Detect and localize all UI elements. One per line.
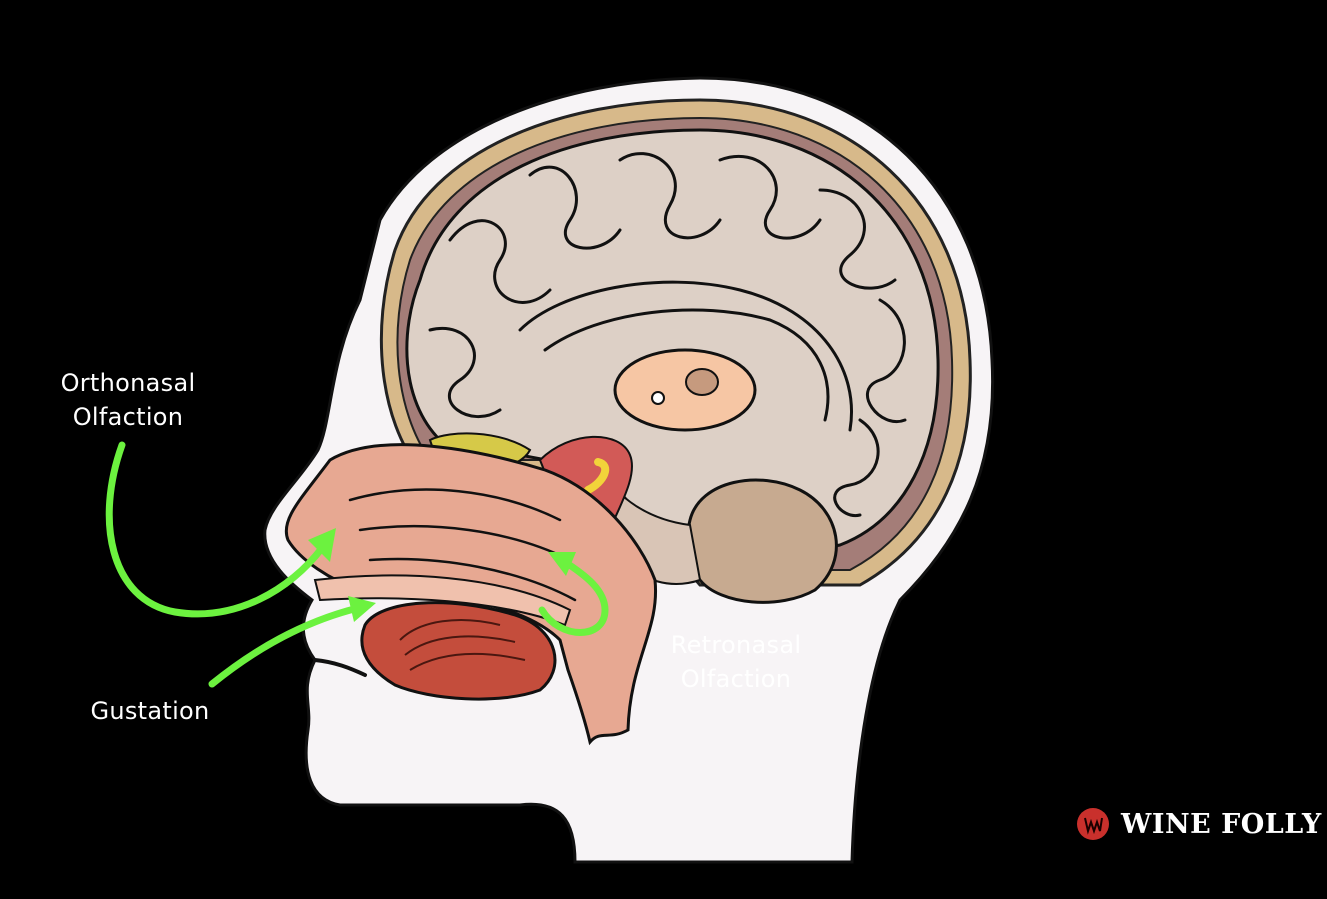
orthonasal-arrow (105, 441, 326, 618)
mouth-line (313, 658, 367, 677)
orthonasal-arrowhead (308, 528, 336, 562)
retronasal-olfaction-label: Retronasal Olfaction (648, 628, 824, 696)
brain (405, 128, 940, 562)
gustation-label-text: Gustation (90, 697, 210, 725)
retronasal-label-line1: Retronasal (670, 631, 802, 659)
thalamus-dot (651, 391, 665, 405)
thalamus-inner (685, 368, 719, 396)
retronasal-arrow (538, 558, 609, 636)
orthonasal-label-line2: Olfaction (72, 403, 184, 431)
gustation-arrow (208, 604, 362, 688)
gustation-arrowhead (348, 596, 376, 622)
retronasal-label-line2: Olfaction (680, 665, 792, 693)
thalamus (613, 348, 757, 432)
gustation-label: Gustation (70, 694, 230, 728)
retronasal-arrowhead (548, 552, 576, 576)
tongue-muscle-lines (399, 619, 526, 671)
arrowheads (308, 528, 576, 622)
wine-folly-logo-text: WINE FOLLY (1121, 808, 1322, 840)
wine-folly-logo-icon (1077, 808, 1109, 840)
palate (313, 574, 572, 627)
pituitary-highlight (584, 458, 610, 494)
arrows (105, 441, 609, 688)
nasal-turbinates (348, 488, 577, 602)
orthonasal-olfaction-label: Orthonasal Olfaction (38, 366, 218, 434)
orthonasal-label-line1: Orthonasal (60, 369, 196, 397)
tongue (360, 601, 557, 701)
wine-folly-logo: WINE FOLLY (1075, 804, 1322, 844)
brain-folds (428, 152, 907, 518)
cerebellum (685, 478, 838, 604)
